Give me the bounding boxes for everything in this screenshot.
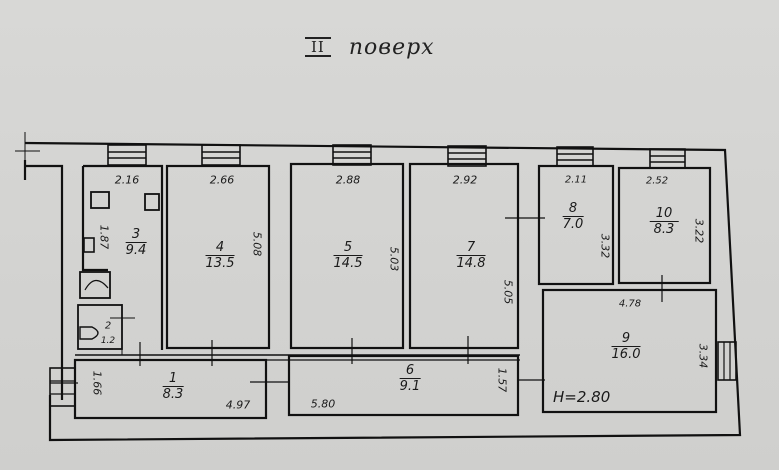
room-4-label: 4 13.5 <box>205 240 235 271</box>
room-7-label: 7 14.8 <box>456 240 486 271</box>
room-4-width: 2.66 <box>209 173 235 187</box>
room-10-label: 10 8.3 <box>649 206 679 238</box>
room-4-depth: 5.08 <box>250 231 264 257</box>
ceiling-height-note: H=2.80 <box>553 388 611 406</box>
room-9-label: 9 16.0 <box>611 331 641 362</box>
room-8-label: 8 7.0 <box>562 201 584 232</box>
floor-number: II <box>305 37 331 57</box>
room-3-width: 2.16 <box>114 173 140 187</box>
room-10-depth: 3.22 <box>692 218 706 244</box>
outer-wall <box>24 141 742 442</box>
room-5-width: 2.88 <box>335 173 361 187</box>
room-3-label: 3 9.4 <box>125 227 147 258</box>
room-9-width: 4.78 <box>618 298 642 310</box>
room-6-label: 6 9.1 <box>399 363 421 394</box>
floor-word: поверх <box>348 34 435 60</box>
room-6-depth: 1.57 <box>495 367 509 393</box>
room-1-label: 1 8.3 <box>162 371 184 402</box>
room-8-width: 2.11 <box>564 174 588 186</box>
room-8-depth: 3.32 <box>598 233 612 259</box>
room-6-width: 5.80 <box>310 397 336 411</box>
room-5-label: 5 14.5 <box>333 240 363 271</box>
floor-title: II поверх <box>305 30 435 64</box>
left-inner-wall <box>25 164 64 400</box>
room-9-depth: 3.34 <box>696 343 710 369</box>
room-1-width: 4.97 <box>225 398 251 412</box>
room-2-area: 1.2 <box>100 336 116 346</box>
room-3-depth: 1.87 <box>97 224 111 250</box>
room-7-width: 2.92 <box>452 173 478 187</box>
room-2-label: 2 <box>104 320 112 332</box>
room-7-depth: 5.05 <box>501 279 515 305</box>
room-10-width: 2.52 <box>645 175 669 187</box>
room-5-depth: 5.03 <box>387 246 401 272</box>
room-1-depth: 1.66 <box>90 370 104 396</box>
